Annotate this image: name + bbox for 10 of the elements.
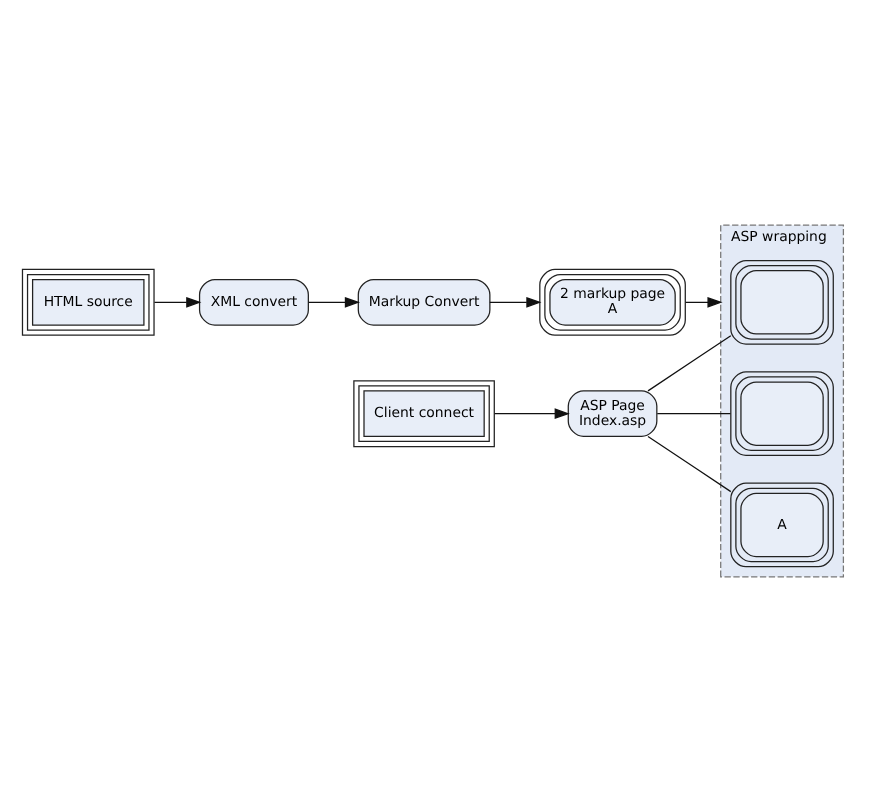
arrow	[489, 297, 542, 308]
arrow	[308, 297, 360, 308]
connector	[647, 435, 732, 493]
arrow	[493, 408, 570, 419]
arrow	[684, 297, 723, 308]
connector	[656, 413, 732, 415]
connector	[647, 335, 732, 392]
node-box	[730, 259, 834, 345]
arrow	[153, 297, 202, 308]
node-box	[730, 371, 834, 456]
